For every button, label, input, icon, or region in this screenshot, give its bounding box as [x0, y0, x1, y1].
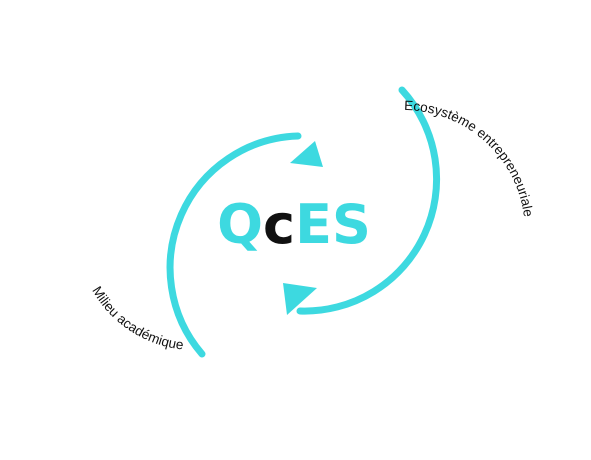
- right-loop-arrowhead: [283, 283, 317, 315]
- logo-letter-c: c: [263, 193, 295, 256]
- logo-letter-q: Q: [217, 193, 263, 256]
- logo-letters-es: ES: [295, 193, 371, 256]
- left-loop-arrow: [166, 132, 302, 358]
- left-loop-arrowhead: [290, 141, 323, 167]
- right-loop-arrow: [296, 86, 441, 315]
- qces-logo: QcES: [217, 193, 371, 256]
